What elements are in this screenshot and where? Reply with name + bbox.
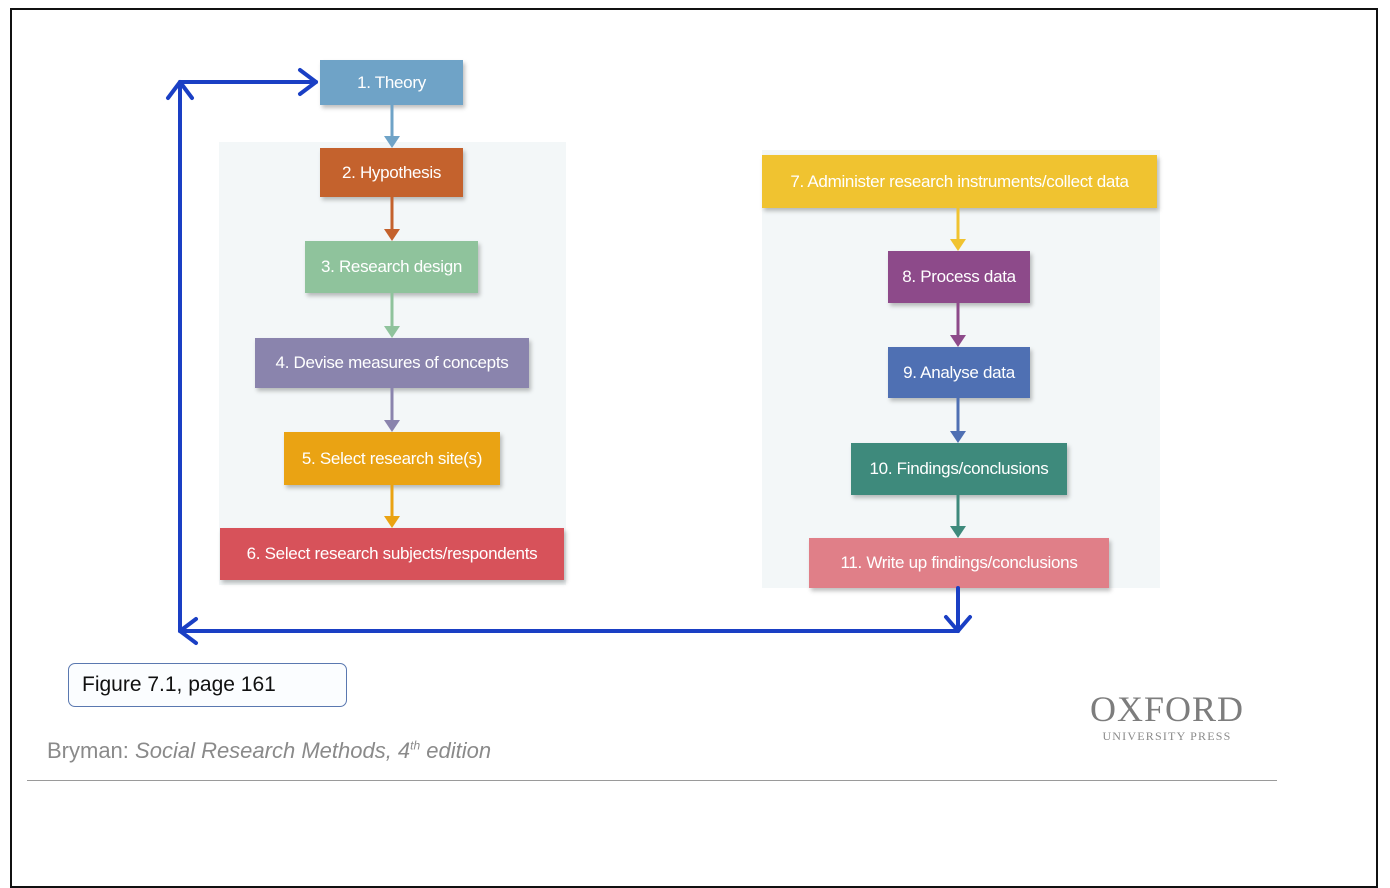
- step-select-site: 5. Select research site(s): [284, 432, 500, 485]
- figure-label: Figure 7.1, page 161: [68, 663, 347, 707]
- step-process-data: 8. Process data: [888, 251, 1030, 303]
- step-select-subjects: 6. Select research subjects/respondents: [220, 528, 564, 580]
- step-administer: 7. Administer research instruments/colle…: [762, 155, 1157, 208]
- step-hypothesis: 2. Hypothesis: [320, 148, 463, 197]
- step-devise-measures: 4. Devise measures of concepts: [255, 338, 529, 388]
- step-write-up: 11. Write up findings/conclusions: [809, 538, 1109, 588]
- oxford-logo: OXFORD: [1089, 689, 1245, 729]
- step-findings: 10. Findings/conclusions: [851, 443, 1067, 495]
- oxford-logo-subtitle: UNIVERSITY PRESS: [1102, 729, 1232, 743]
- step-research-design: 3. Research design: [305, 241, 478, 293]
- citation-author: Bryman:: [47, 738, 136, 763]
- step-theory: 1. Theory: [320, 60, 463, 105]
- step-analyse-data: 9. Analyse data: [888, 347, 1030, 398]
- footer-divider: [27, 780, 1277, 781]
- citation-title: Social Research Methods, 4th edition: [135, 738, 492, 763]
- citation: Bryman: Social Research Methods, 4th edi…: [47, 738, 491, 764]
